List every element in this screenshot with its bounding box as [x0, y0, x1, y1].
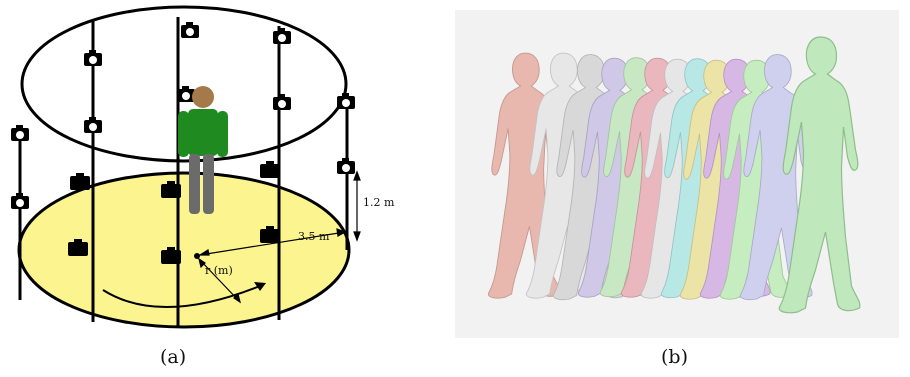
camera-icon	[181, 22, 199, 38]
camera-icon	[11, 125, 29, 141]
camera-back-icon	[260, 161, 280, 178]
camera-back-icon	[70, 173, 90, 190]
height-label: 1.2 m	[363, 196, 395, 209]
camera-icon	[84, 117, 102, 133]
caption-b: (b)	[661, 346, 688, 368]
camera-icon	[337, 93, 355, 109]
person-torso	[188, 109, 218, 156]
walking-figures-render	[455, 10, 899, 338]
person-arm-right	[217, 111, 228, 157]
camera-icon	[11, 193, 29, 209]
person-arm-left	[178, 111, 189, 157]
caption-a: (a)	[160, 346, 186, 368]
camera-icon	[273, 94, 291, 110]
camera-icon	[84, 50, 102, 66]
radius-label: 3.5 m	[298, 230, 330, 243]
r-label: r (m)	[205, 264, 233, 277]
walking-figures	[488, 37, 860, 313]
person-head	[192, 86, 214, 108]
camera-rig-diagram: 3.5 m r (m) 1.2 m	[0, 0, 455, 345]
person-leg-right	[203, 154, 214, 214]
camera-icon	[177, 86, 195, 102]
camera-icon	[273, 28, 291, 44]
height-dimension	[354, 172, 360, 240]
camera-icon	[337, 158, 355, 174]
center-point	[194, 253, 200, 259]
person-leg-left	[189, 154, 200, 214]
